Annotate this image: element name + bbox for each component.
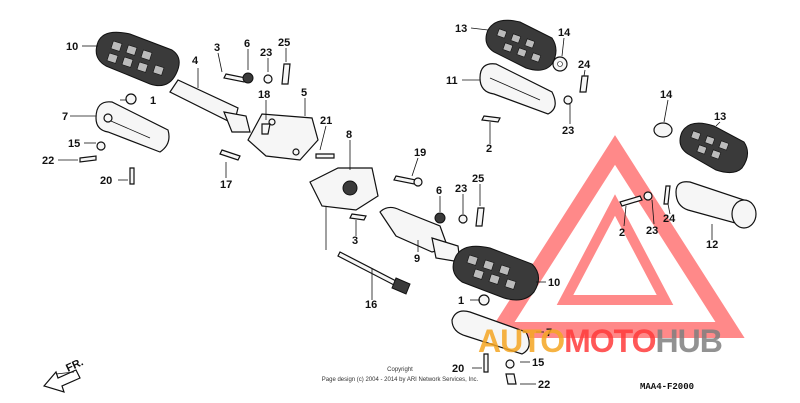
footpeg-bracket-7-bottom [451, 310, 530, 355]
label-25-center: 25 [472, 173, 484, 185]
bolt-16 [337, 251, 411, 295]
watermark-moto: MOTO [564, 323, 656, 359]
watermark-auto: AUTO [478, 323, 564, 359]
label-1-bottom: 1 [458, 295, 464, 307]
watermark-logo: AUTOMOTOHUB [478, 323, 723, 359]
hardware-center [349, 175, 485, 227]
footpeg-rubber-13-top [485, 19, 557, 71]
label-12: 12 [706, 239, 718, 251]
label-6-top: 6 [244, 38, 250, 50]
label-24-top: 24 [578, 59, 591, 71]
label-10-bottom: 10 [548, 277, 560, 289]
footpeg-rubber-10-bottom [452, 245, 539, 301]
front-direction-arrow: FR. [42, 356, 85, 393]
label-22-bottom: 22 [538, 379, 550, 391]
label-21: 21 [320, 115, 332, 127]
footpeg-rubber-10-left [95, 31, 180, 87]
label-13-right: 13 [714, 111, 726, 123]
label-15-left: 15 [68, 138, 80, 150]
watermark-hub: HUB [655, 323, 721, 359]
label-7-bottom: 7 [546, 327, 552, 339]
label-23-right: 23 [646, 225, 658, 237]
diagram-code: MAA4-F2000 [640, 382, 694, 392]
label-4: 4 [192, 55, 199, 67]
label-2-top: 2 [486, 143, 492, 155]
label-24-right: 24 [663, 213, 676, 225]
label-13-top: 13 [455, 23, 467, 35]
label-20-left: 20 [100, 175, 112, 187]
label-15-bottom: 15 [532, 357, 544, 369]
svg-text:AUTOMOTOHUB: AUTOMOTOHUB [478, 323, 722, 359]
fr-label: FR. [64, 356, 85, 374]
label-25-top: 25 [278, 37, 290, 49]
label-6-center: 6 [436, 185, 442, 197]
watermark-triangle [485, 135, 745, 338]
label-23-top-right: 23 [562, 125, 574, 137]
callout-labels: 10 7 1 15 22 20 4 3 6 23 25 18 5 21 17 8… [42, 23, 726, 391]
footpeg-arm-9 [379, 206, 461, 263]
footpeg-bracket-11 [479, 63, 556, 115]
label-1-left: 1 [150, 95, 156, 107]
label-22-left: 22 [42, 155, 54, 167]
hardware-right [619, 122, 673, 207]
label-20-bottom: 20 [452, 363, 464, 375]
label-8: 8 [346, 129, 352, 141]
leader-lines [58, 27, 721, 385]
copyright-title: Copyright [387, 367, 413, 373]
label-5: 5 [301, 87, 307, 99]
label-14-top: 14 [558, 27, 571, 39]
label-16: 16 [365, 299, 377, 311]
footpeg-bracket-12 [675, 181, 757, 229]
footpeg-bracket-7-left [95, 101, 170, 153]
hardware-top-right [481, 56, 589, 123]
label-23-center: 23 [455, 183, 467, 195]
label-10-left: 10 [66, 41, 78, 53]
footpeg-arm-4 [169, 79, 251, 133]
label-23-top: 23 [260, 47, 272, 59]
label-7-left: 7 [62, 111, 68, 123]
footpeg-rubber-13-right [679, 122, 748, 174]
label-3-center: 3 [352, 235, 358, 247]
hardware-left [79, 63, 335, 185]
label-19: 19 [414, 147, 426, 159]
hardware-bottom [478, 294, 517, 385]
step-holder-8 [309, 167, 379, 250]
label-11: 11 [446, 75, 458, 87]
step-bracket-5 [247, 113, 319, 161]
label-17: 17 [220, 179, 232, 191]
label-3-top: 3 [214, 42, 220, 54]
label-18: 18 [258, 89, 270, 101]
label-14-right: 14 [660, 89, 673, 101]
label-2-right: 2 [619, 227, 625, 239]
copyright-text: Page design (c) 2004 - 2014 by ARI Netwo… [322, 377, 479, 383]
label-9: 9 [414, 253, 420, 265]
